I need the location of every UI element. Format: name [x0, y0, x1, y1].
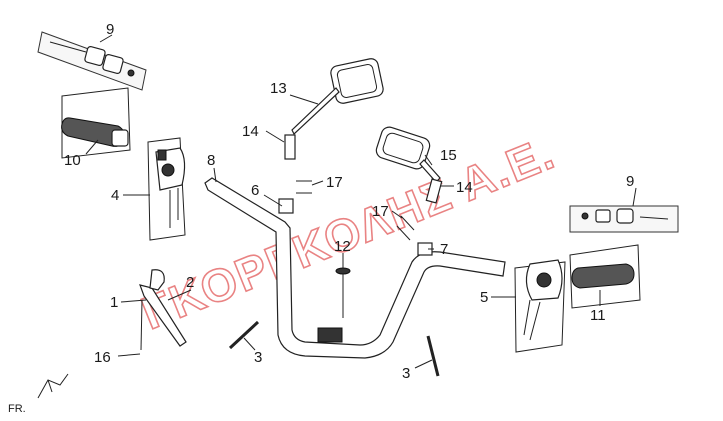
left-clamp-part	[278, 198, 294, 214]
handlebar-clamp	[317, 327, 343, 343]
brake-lever-part	[139, 269, 187, 351]
callout-11: 11	[590, 307, 606, 324]
callout-4: 4	[111, 187, 119, 204]
callout-10: 10	[64, 152, 81, 169]
callout-12: 12	[334, 238, 351, 255]
right-switch-housing-part	[514, 259, 566, 353]
callout-3-right: 3	[402, 365, 410, 382]
right-grip-part	[569, 244, 641, 309]
left-switch-housing-part	[147, 137, 186, 241]
direction-label: FR.	[8, 403, 26, 415]
callout-17-left: 17	[326, 174, 343, 191]
left-mirror-part	[284, 58, 384, 160]
left-bar-end-kit	[37, 31, 147, 91]
front-direction-arrow-icon	[37, 373, 69, 399]
callout-17-right: 17	[372, 203, 389, 220]
right-mirror-part	[375, 126, 443, 204]
screws-part	[296, 180, 415, 241]
right-bar-end-kit	[569, 205, 679, 233]
callout-9-right: 9	[626, 173, 634, 190]
callout-1: 1	[110, 294, 118, 311]
leader-lines	[85, 34, 637, 369]
callout-9-left: 9	[106, 21, 114, 38]
callout-6: 6	[251, 182, 259, 199]
callout-13: 13	[270, 80, 287, 97]
callout-8: 8	[207, 152, 215, 169]
center-bolt-part	[335, 267, 351, 318]
callout-15: 15	[440, 147, 457, 164]
callout-5: 5	[480, 289, 488, 306]
callout-2: 2	[186, 274, 194, 291]
callout-14-left: 14	[242, 123, 259, 140]
callout-3-left: 3	[254, 349, 262, 366]
watermark-text: ΓΚΟΡΓΚΟΛΗΣ Α.Ε.	[134, 126, 562, 339]
left-pin-part	[228, 320, 260, 350]
callout-7: 7	[440, 241, 448, 258]
callout-14-right: 14	[456, 179, 473, 196]
left-grip-part	[61, 87, 131, 159]
right-pin-part	[426, 335, 440, 377]
handlebar-part	[204, 177, 506, 359]
callout-16: 16	[94, 349, 111, 366]
